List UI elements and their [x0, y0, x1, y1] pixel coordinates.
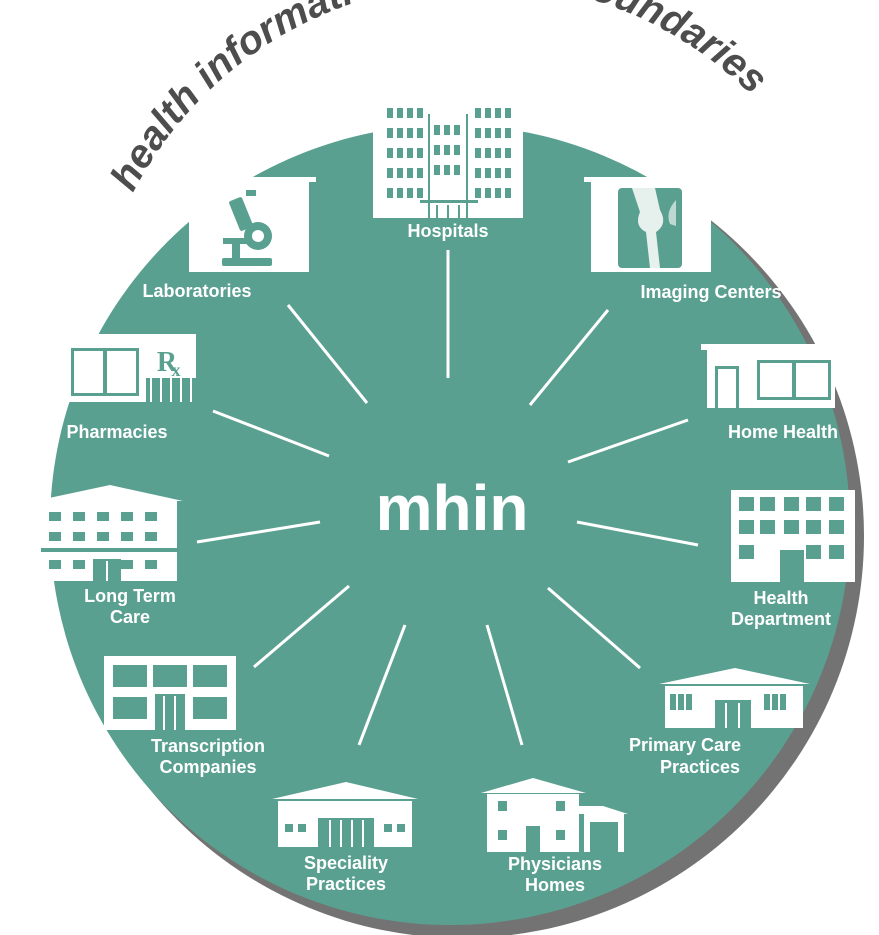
- speciality-practices-label-1: Speciality: [304, 853, 388, 873]
- care-facility-icon: [35, 485, 183, 581]
- connector-speciality: [357, 624, 407, 746]
- primary-care-label-2: Practices: [660, 757, 740, 777]
- office-building-icon: [731, 490, 855, 582]
- connector-imaging: [528, 309, 610, 406]
- home-health-label: Home Health: [728, 422, 838, 442]
- connector-primary-care: [547, 586, 641, 670]
- microscope-icon: [182, 177, 316, 272]
- center-label: mhin: [376, 472, 529, 544]
- laboratories-label: Laboratories: [142, 281, 251, 301]
- connector-long-term: [196, 520, 321, 544]
- knee-xray-icon: [584, 177, 718, 272]
- connector-lines: [196, 250, 699, 746]
- hospital-building-icon: [373, 98, 523, 218]
- connector-pharmacies: [212, 409, 330, 458]
- connector-transcription: [253, 584, 350, 669]
- physicians-homes-label-2: Homes: [525, 875, 585, 895]
- clinic-house-icon: [659, 668, 810, 728]
- connector-health-dept: [576, 520, 699, 547]
- office-block-icon: [104, 656, 236, 730]
- connector-laboratories: [286, 304, 369, 404]
- rx-pharmacy-icon: R x: [64, 334, 196, 402]
- svg-text:R: R: [157, 347, 178, 378]
- network-circle: [50, 125, 850, 925]
- speciality-practices-label-2: Practices: [306, 874, 386, 894]
- pharmacies-label: Pharmacies: [66, 422, 167, 442]
- long-term-care-label-1: Long Term: [84, 586, 176, 606]
- physicians-homes-label-1: Physicians: [508, 854, 602, 874]
- transcription-label-2: Companies: [159, 757, 256, 777]
- connector-physicians-homes: [485, 624, 524, 746]
- health-department-label-1: Health: [753, 588, 808, 608]
- primary-care-label-1: Primary Care: [629, 735, 741, 755]
- imaging-centers-label: Imaging Centers: [640, 282, 781, 302]
- office-house-icon: [272, 782, 418, 847]
- hospitals-label: Hospitals: [407, 221, 488, 241]
- storefront-icon: [701, 344, 835, 408]
- svg-text:x: x: [172, 360, 181, 380]
- connector-home-health: [567, 418, 689, 464]
- transcription-label-1: Transcription: [151, 736, 265, 756]
- two-story-house-icon: [481, 778, 628, 852]
- long-term-care-label-2: Care: [110, 607, 150, 627]
- health-department-label-2: Department: [731, 609, 831, 629]
